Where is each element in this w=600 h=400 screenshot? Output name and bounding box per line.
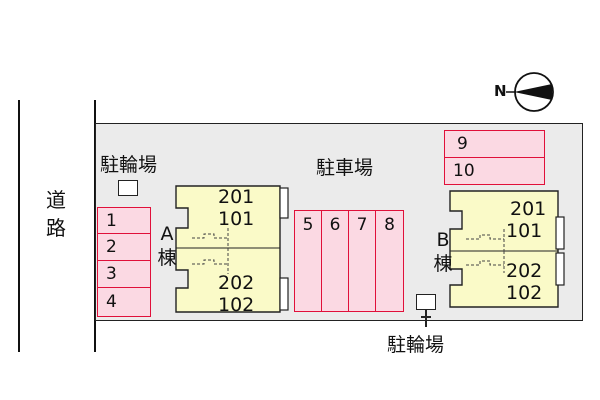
building-b bbox=[449, 190, 565, 308]
parking-stall-6: 6 bbox=[321, 210, 349, 312]
bike-parking-marker-bottom bbox=[416, 294, 436, 310]
building-a-label: A 棟 bbox=[157, 223, 177, 269]
bike-parking-pointer-tick bbox=[421, 316, 431, 318]
compass-north-arrow-icon bbox=[506, 72, 554, 112]
road-edge-left bbox=[18, 100, 20, 352]
building-b-room-101: 101 bbox=[506, 220, 543, 242]
parking-stall-1: 1 bbox=[97, 207, 151, 234]
parking-stall-4: 4 bbox=[97, 287, 151, 317]
parking-lot-label: 駐車場 bbox=[316, 157, 374, 179]
building-b-room-102: 102 bbox=[506, 282, 543, 304]
bike-parking-marker-top bbox=[118, 180, 138, 196]
parking-stall-2: 2 bbox=[97, 233, 151, 261]
building-a-room-102: 102 bbox=[218, 294, 255, 316]
parking-stall-10: 10 bbox=[444, 157, 545, 185]
building-a-room-202: 202 bbox=[218, 272, 255, 294]
parking-stall-5: 5 bbox=[294, 210, 322, 312]
building-a bbox=[175, 185, 289, 313]
compass-north-label: N bbox=[494, 82, 507, 100]
building-a-room-101: 101 bbox=[218, 208, 255, 230]
parking-stall-3: 3 bbox=[97, 260, 151, 288]
building-b-label: B 棟 bbox=[433, 229, 453, 275]
parking-stall-9: 9 bbox=[444, 130, 545, 158]
road-label: 道 路 bbox=[46, 188, 66, 240]
bike-parking-pointer bbox=[425, 309, 427, 327]
parking-stall-8: 8 bbox=[375, 210, 404, 312]
compass: N bbox=[494, 70, 558, 114]
parking-stall-7: 7 bbox=[348, 210, 376, 312]
building-b-room-202: 202 bbox=[506, 260, 543, 282]
bike-parking-label-bottom: 駐輪場 bbox=[387, 334, 445, 356]
bike-parking-label-top: 駐輪場 bbox=[100, 154, 158, 176]
building-b-room-201: 201 bbox=[510, 198, 547, 220]
building-a-room-201: 201 bbox=[218, 186, 255, 208]
